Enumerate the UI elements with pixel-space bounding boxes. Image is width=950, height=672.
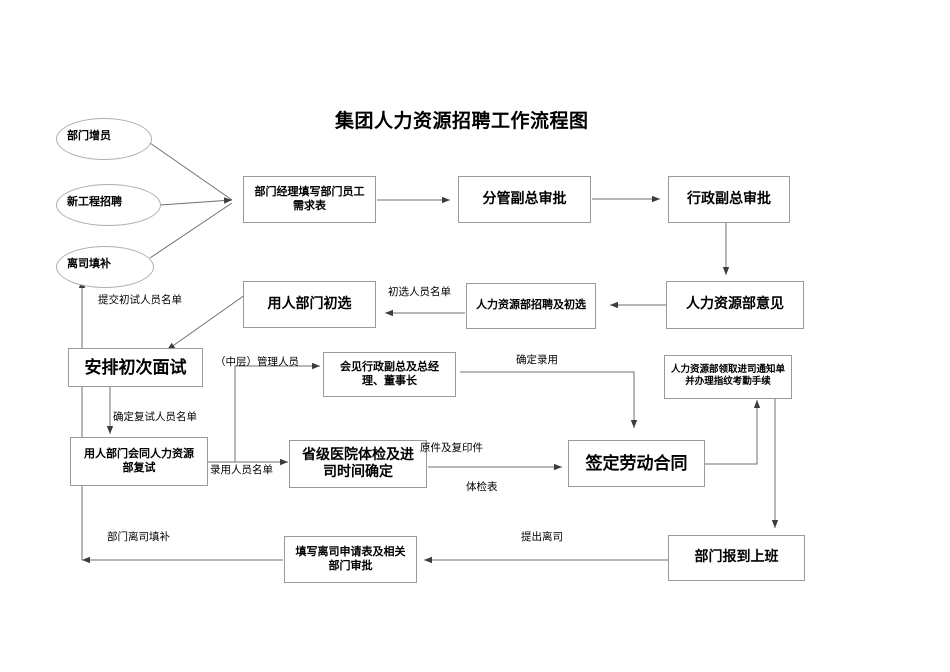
start-node-dept-increase[interactable]: 部门增员 xyxy=(56,118,152,160)
edge-contract-to-entrynotice xyxy=(705,400,761,465)
edge-label-confirm-hire: 确定录用 xyxy=(516,355,558,366)
node-dept-prescreen[interactable]: 用人部门初选 xyxy=(243,281,376,328)
node-sign-contract-label: 签定劳动合同 xyxy=(585,453,688,473)
edge-label-submit-resignation: 提出离司 xyxy=(521,532,563,543)
edge-dept-increase-to-form xyxy=(149,142,233,201)
edge-new-project-to-form xyxy=(159,197,233,206)
edge-label-hired-list: 录用人员名单 xyxy=(210,465,273,476)
node-dept-manager-form-label: 部门经理填写部门员工需求表 xyxy=(254,185,365,212)
node-admin-vp-approval-label: 行政副总审批 xyxy=(687,191,771,207)
start-node-new-project-recruit[interactable]: 新工程招聘 xyxy=(56,184,161,226)
node-hr-recruit-screen[interactable]: 人力资源部招聘及初选 xyxy=(466,283,596,329)
node-dept-prescreen-label: 用人部门初选 xyxy=(267,296,352,312)
node-hr-recruit-screen-label: 人力资源部招聘及初选 xyxy=(476,299,586,312)
node-arrange-first-interview-label: 安排初次面试 xyxy=(84,357,187,377)
edge-midlevel-to-executives xyxy=(234,362,320,462)
node-dept-manager-form[interactable]: 部门经理填写部门员工需求表 xyxy=(243,176,376,223)
page-title: 集团人力资源招聘工作流程图 xyxy=(335,111,589,132)
node-dept-report-work-label: 部门报到上班 xyxy=(694,550,779,566)
node-vp-approval[interactable]: 分管副总审批 xyxy=(458,176,591,223)
edge-executives-to-contract xyxy=(460,371,638,428)
node-hr-entry-notice[interactable]: 人力资源部领取进司通知单并办理指纹考勤手续 xyxy=(664,355,792,399)
edge-label-prescreen-list: 初选人员名单 xyxy=(388,287,451,298)
node-hr-opinion[interactable]: 人力资源部意见 xyxy=(666,281,804,329)
node-dept-hr-second-interview[interactable]: 用人部门会同人力资源部复试 xyxy=(70,437,208,486)
edge-label-medical-form: 体检表 xyxy=(466,482,498,493)
node-meet-executives-label: 会见行政副总及总经理、董事长 xyxy=(340,360,439,387)
node-resign-application-label: 填写离司申请表及相关部门审批 xyxy=(295,545,406,572)
node-dept-hr-second-interview-label: 用人部门会同人力资源部复试 xyxy=(84,447,194,474)
edge-label-mid-level-manager: （中层）管理人员 xyxy=(215,357,299,368)
edge-label-submit-first-list: 提交初试人员名单 xyxy=(98,295,182,306)
node-hospital-exam-label: 省级医院体检及进司时间确定 xyxy=(302,447,414,481)
start-node-resign-backfill[interactable]: 离司填补 xyxy=(56,246,154,288)
edge-label-original-and-copy: 原件及复印件 xyxy=(420,443,483,454)
edge-deptprescreen-to-firstinterview xyxy=(166,289,253,351)
node-arrange-first-interview[interactable]: 安排初次面试 xyxy=(68,348,203,387)
edge-resign-backfill-to-form xyxy=(149,202,233,259)
start-node-new-project-recruit-label: 新工程招聘 xyxy=(67,196,122,208)
node-hospital-exam[interactable]: 省级医院体检及进司时间确定 xyxy=(289,440,427,488)
node-meet-executives[interactable]: 会见行政副总及总经理、董事长 xyxy=(323,352,456,397)
node-hr-opinion-label: 人力资源部意见 xyxy=(686,297,784,313)
node-vp-approval-label: 分管副总审批 xyxy=(482,191,567,207)
node-resign-application[interactable]: 填写离司申请表及相关部门审批 xyxy=(284,536,417,583)
edge-label-confirm-second-list: 确定复试人员名单 xyxy=(113,412,197,423)
node-hr-entry-notice-label: 人力资源部领取进司通知单并办理指纹考勤手续 xyxy=(671,365,786,387)
start-node-dept-increase-label: 部门增员 xyxy=(67,130,111,142)
start-node-resign-backfill-label: 离司填补 xyxy=(67,258,111,270)
node-admin-vp-approval[interactable]: 行政副总审批 xyxy=(668,176,790,223)
edge-label-dept-backfill: 部门离司填补 xyxy=(107,532,170,543)
node-dept-report-work[interactable]: 部门报到上班 xyxy=(668,535,805,581)
node-sign-contract[interactable]: 签定劳动合同 xyxy=(568,440,705,487)
